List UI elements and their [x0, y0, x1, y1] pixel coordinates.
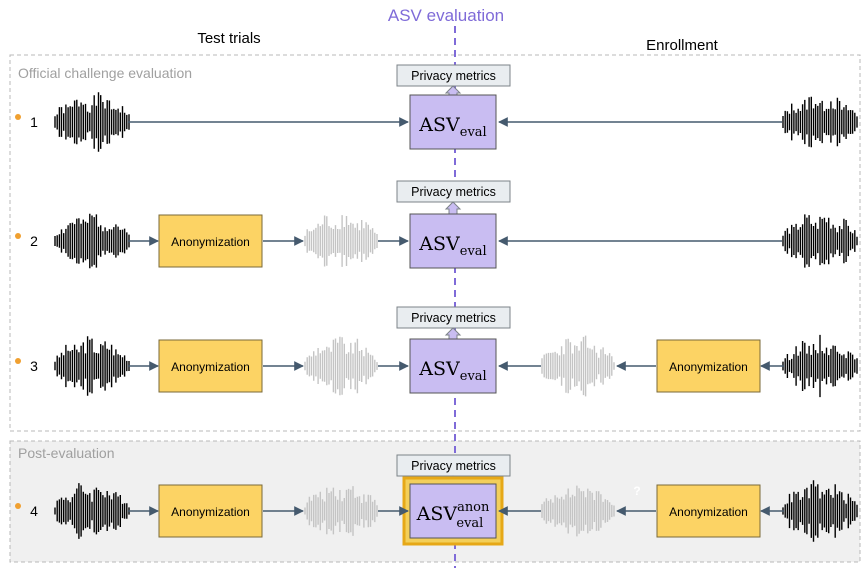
test-anonymization-box-label: Anonymization [171, 235, 250, 249]
asv-eval-box [409, 94, 497, 150]
enroll-anonymization-box-label: Anonymization [669, 360, 748, 374]
test-waveform-original [54, 92, 130, 152]
enroll-waveform-original [782, 334, 858, 398]
test-anonymization-box [158, 214, 263, 268]
enrollment-header: Enrollment [646, 37, 719, 54]
test-waveform-original [54, 336, 130, 396]
official-evaluation-label: Official challenge evaluation [18, 65, 192, 81]
asv-eval-label: ASVeval [418, 233, 486, 259]
enroll-waveform-anonymized [541, 335, 615, 397]
asv-eval-label: ASVeval [418, 114, 486, 140]
row-number: 2 [30, 233, 38, 249]
row-number: 3 [30, 358, 38, 374]
up-arrow [444, 327, 462, 341]
question-mark: ? [633, 484, 640, 498]
test-anonymization-box-label: Anonymization [171, 360, 250, 374]
enroll-waveform-anonymized [541, 485, 615, 537]
asv-eval-box [409, 338, 497, 394]
enroll-anonymization-box-label: Anonymization [669, 505, 748, 519]
bullet-dot [15, 233, 21, 239]
row-number: 1 [30, 114, 38, 130]
official-evaluation-region [9, 54, 861, 432]
bullet-dot [15, 358, 21, 364]
test-waveform-original [54, 213, 130, 269]
privacy-metrics-label: Privacy metrics [411, 185, 496, 199]
test-anonymization-box [158, 484, 263, 538]
enroll-anonymization-box [656, 339, 761, 393]
test-anonymization-box-label: Anonymization [171, 505, 250, 519]
bullet-dot [15, 114, 21, 120]
asv-eval-box [409, 213, 497, 269]
privacy-metrics-label: Privacy metrics [411, 311, 496, 325]
enroll-anonymization-box [656, 484, 761, 538]
test-waveform-anonymized [304, 486, 378, 536]
test-waveform-anonymized [304, 336, 378, 396]
post-evaluation-label: Post-evaluation [18, 445, 115, 461]
privacy-metrics-label: Privacy metrics [411, 459, 496, 473]
test-waveform-anonymized [304, 215, 378, 267]
asv-evaluation-title: ASV evaluation [388, 6, 504, 25]
asv-eval-label: ASVeval [418, 358, 486, 384]
up-arrow [444, 201, 462, 215]
enroll-waveform-original [782, 214, 858, 268]
test-trials-header: Test trials [197, 30, 260, 47]
row-number: 4 [30, 503, 38, 519]
enroll-waveform-original [782, 96, 858, 148]
bullet-dot [15, 503, 21, 509]
test-anonymization-box [158, 339, 263, 393]
asv-eval-box [409, 483, 497, 539]
privacy-metrics-label: Privacy metrics [411, 69, 496, 83]
test-waveform-original [54, 483, 130, 539]
